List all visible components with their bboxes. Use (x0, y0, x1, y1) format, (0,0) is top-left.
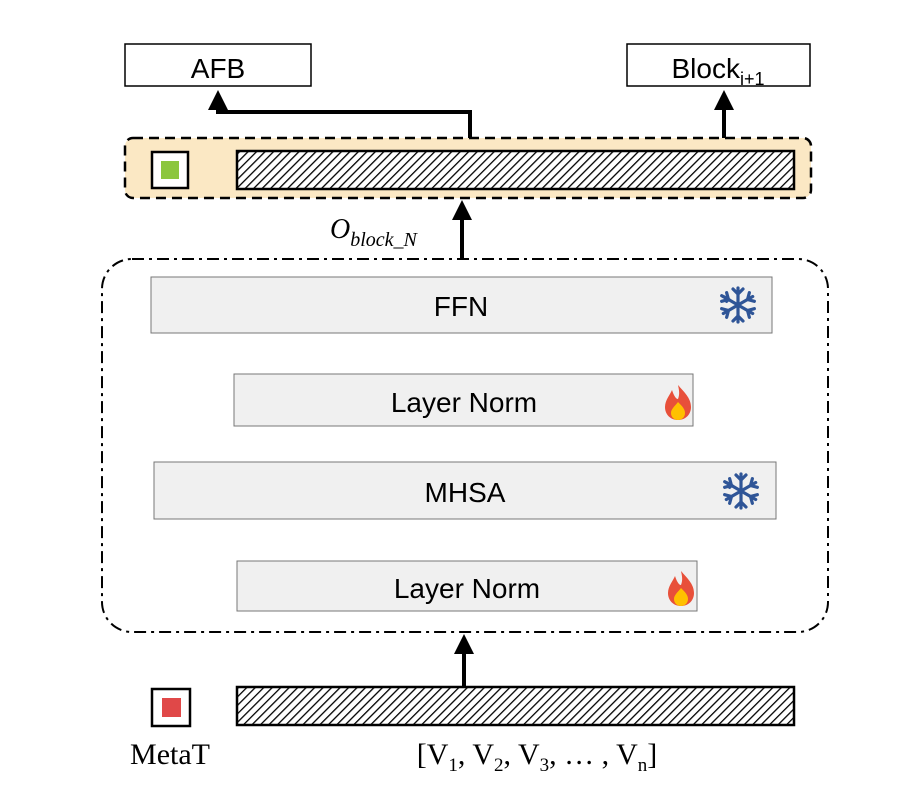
layer-mhsa: MHSA (153, 461, 777, 520)
fire-icon (668, 571, 694, 606)
fire-icon (665, 385, 691, 420)
layer-label: Layer Norm (394, 573, 540, 604)
next-block-label: Blocki+1 (672, 53, 765, 89)
layer-norm-lower: Layer Norm (236, 560, 698, 612)
output-meta-token (150, 150, 190, 190)
output-token-sequence (235, 149, 796, 191)
afb-box: AFB (124, 43, 312, 87)
next-block-box: Blocki+1 (626, 43, 811, 89)
transformer-block (101, 258, 829, 633)
input-sequence-label: [V1, V2, V3, … , Vn] (417, 738, 658, 776)
output-label: Oblock_N (330, 214, 419, 251)
input-token-sequence (235, 685, 796, 727)
arrow-to-afb (208, 90, 472, 145)
layer-norm-upper: Layer Norm (233, 373, 694, 427)
layer-label: Layer Norm (391, 387, 537, 418)
meta-token-label: MetaT (130, 738, 210, 771)
layer-label: FFN (434, 291, 488, 322)
afb-label: AFB (191, 53, 245, 84)
layer-label: MHSA (425, 477, 506, 508)
layer-ffn: FFN (150, 276, 773, 334)
input-meta-token (150, 687, 192, 728)
